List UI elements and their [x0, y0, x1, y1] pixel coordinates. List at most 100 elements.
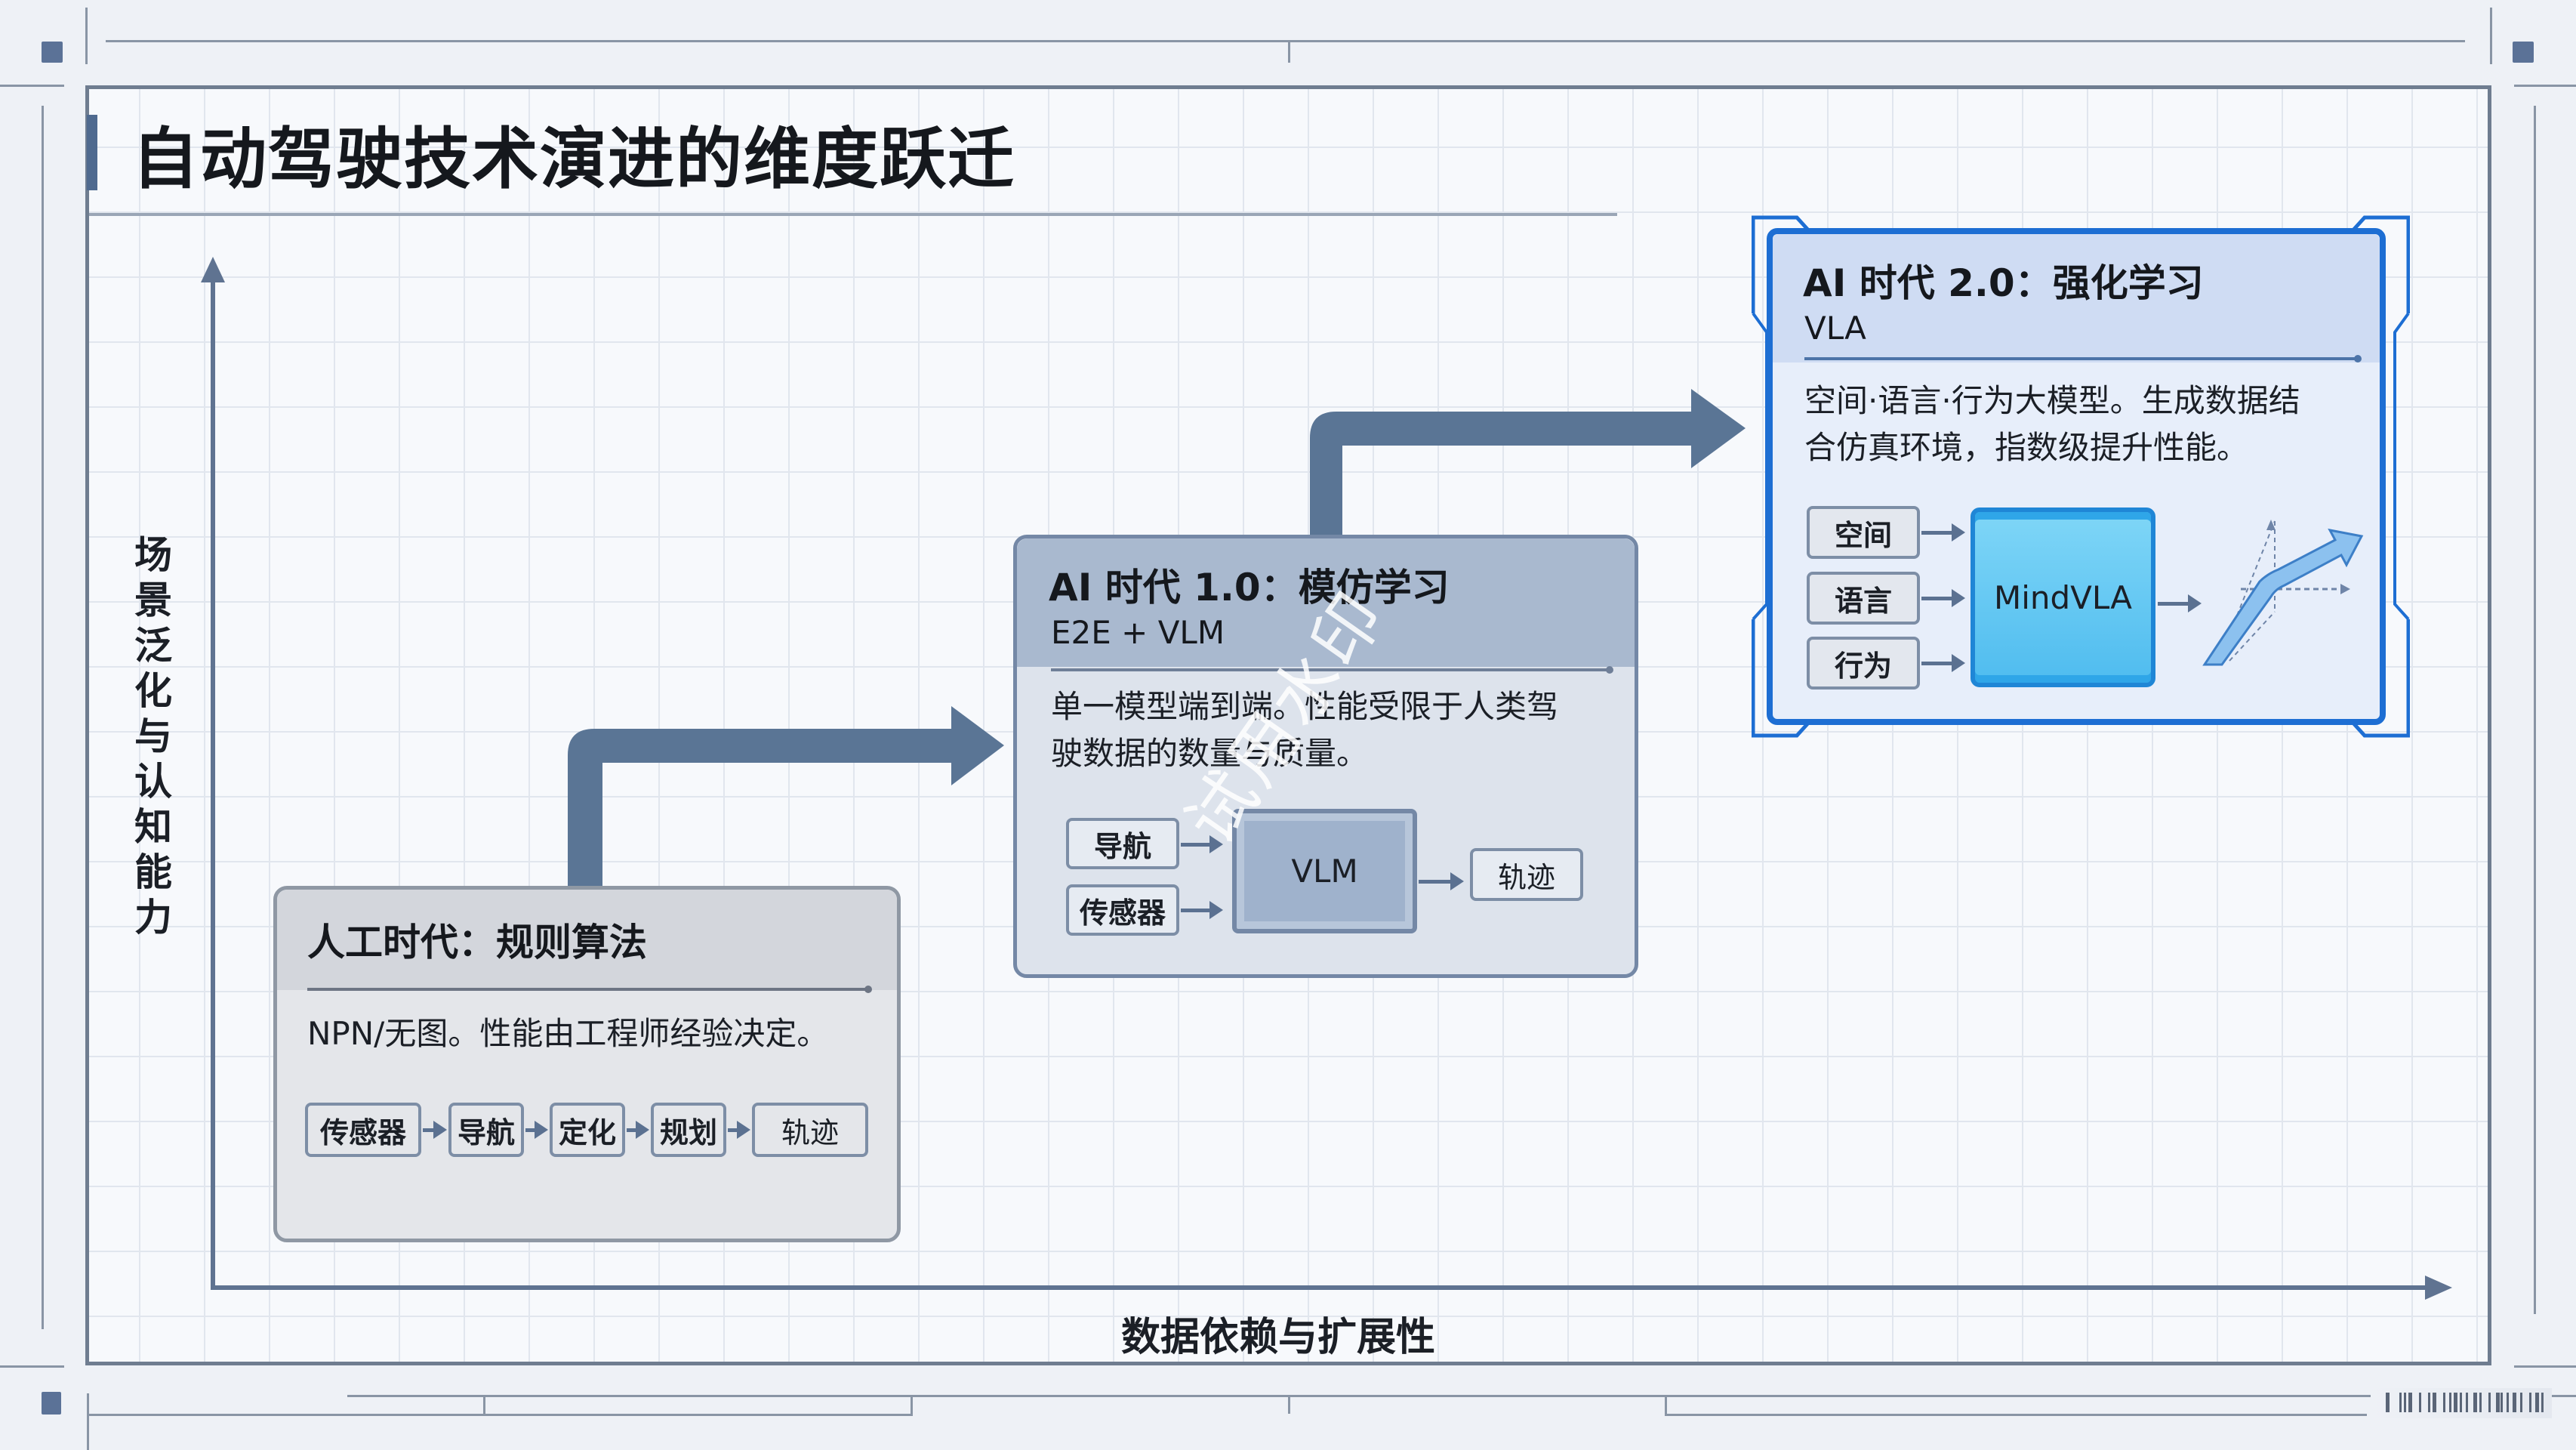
upward-trend-arrow-icon	[2202, 520, 2364, 666]
barcode-bar	[2466, 1393, 2468, 1412]
card-description-line: 单一模型端到端。性能受限于人类驾	[1051, 688, 1559, 725]
card-divider	[1804, 357, 2356, 360]
corner-square-top-left	[42, 42, 63, 63]
frame-line	[2514, 85, 2576, 87]
frame-line	[42, 106, 44, 1329]
card-divider	[307, 988, 866, 991]
flow-arrow-icon	[1419, 872, 1464, 890]
flow-arrow-icon	[1181, 901, 1223, 919]
x-axis	[211, 1285, 2445, 1290]
barcode-bar	[2541, 1393, 2544, 1412]
y-axis-label: 场景泛化与认知能力	[127, 532, 180, 940]
barcode-bar	[2443, 1393, 2445, 1412]
y-axis-label-char: 能	[134, 850, 172, 894]
y-axis-label-char: 与	[134, 714, 172, 758]
frame-line	[89, 1414, 912, 1416]
frame-line	[483, 1395, 485, 1416]
stage-card-ai-2: AI 时代 2.0：强化学习 VLA 空间·语言·行为大模型。生成数据结 合仿真…	[1767, 228, 2386, 725]
y-axis-label-char: 化	[134, 669, 172, 713]
card-description-line: 驶数据的数量与质量。	[1051, 735, 1369, 772]
barcode-bar	[2488, 1393, 2491, 1412]
frame-line	[2514, 1365, 2576, 1368]
barcode-bar	[2460, 1393, 2462, 1412]
x-axis-arrowhead-icon	[2425, 1276, 2452, 1300]
frame-line	[2534, 106, 2536, 1314]
card-header	[277, 890, 897, 990]
y-axis-label-char: 场	[134, 533, 172, 577]
frame-line	[2490, 8, 2492, 64]
y-axis	[211, 264, 215, 1290]
card-subtitle: E2E + VLM	[1051, 614, 1225, 651]
frame-line	[911, 1395, 913, 1416]
flow-arrow-icon	[423, 1121, 447, 1139]
barcode-decoration	[2371, 1388, 2552, 1418]
title-accent-bar	[87, 115, 97, 190]
barcode-bar	[2496, 1393, 2500, 1412]
flow-arrow-icon	[525, 1121, 548, 1139]
barcode-bar	[2404, 1393, 2406, 1412]
frame-line	[106, 40, 2465, 42]
barcode-bar	[2454, 1393, 2457, 1412]
card-description-line: 合仿真环境，指数级提升性能。	[1804, 429, 2249, 466]
model-node-vlm: VLM	[1232, 809, 1417, 933]
barcode-bar	[2408, 1393, 2412, 1412]
barcode-bar	[2535, 1393, 2539, 1412]
frame-line	[1665, 1395, 1667, 1416]
card-divider-dot	[864, 986, 872, 993]
card-frame-decoration	[1752, 215, 2410, 738]
progression-arrow-1	[568, 706, 1004, 887]
input-node-sensor: 传感器	[1066, 884, 1179, 936]
card-title: AI 时代 2.0：强化学习	[1803, 261, 2204, 305]
title-underline	[89, 213, 1617, 216]
flow-arrow-icon	[1921, 589, 1965, 607]
card-title: AI 时代 1.0：模仿学习	[1049, 566, 1450, 609]
flow-arrow-icon	[1921, 654, 1965, 672]
corner-square-top-right	[2513, 42, 2534, 63]
barcode-bar	[2433, 1393, 2436, 1412]
flow-node-localization: 定化	[550, 1103, 625, 1157]
model-node-mindvla: MindVLA	[1971, 508, 2155, 687]
frame-line	[1665, 1414, 2367, 1416]
barcode-bar	[2501, 1393, 2503, 1412]
frame-line	[0, 85, 64, 87]
frame-line	[1288, 1395, 1290, 1414]
frame-line	[85, 8, 88, 64]
card-description: 空间·语言·行为大模型。生成数据结 合仿真环境，指数级提升性能。	[1804, 378, 2300, 471]
barcode-bar	[2520, 1393, 2522, 1412]
stage-card-manual-era: 人工时代：规则算法 NPN/无图。性能由工程师经验决定。 传感器 导航 定化 规…	[273, 886, 901, 1242]
barcode-bar	[2479, 1393, 2482, 1412]
frame-line	[87, 1393, 89, 1450]
flow-arrow-icon	[1181, 835, 1223, 853]
flow-node-navigation: 导航	[448, 1103, 524, 1157]
stage-card-ai-1: AI 时代 1.0：模仿学习 E2E + VLM 单一模型端到端。性能受限于人类…	[1013, 535, 1638, 978]
barcode-bar	[2473, 1393, 2477, 1412]
x-axis-label: 数据依赖与扩展性	[1121, 1315, 1436, 1360]
barcode-bar	[2507, 1393, 2509, 1412]
card-header	[1773, 234, 2380, 362]
card-description-line: 空间·语言·行为大模型。生成数据结	[1804, 382, 2300, 419]
input-node-language: 语言	[1807, 572, 1920, 625]
card-title: 人工时代：规则算法	[307, 921, 647, 964]
card-divider	[1051, 668, 1610, 671]
y-axis-label-char: 认	[134, 760, 172, 804]
progression-arrow-2	[1310, 389, 1746, 536]
y-axis-label-char: 景	[134, 578, 172, 622]
output-node-trajectory: 轨迹	[1470, 848, 1583, 901]
frame-line	[1288, 40, 1290, 63]
y-axis-label-char: 泛	[134, 624, 172, 668]
corner-square-bottom-left	[42, 1392, 61, 1415]
barcode-bar	[2419, 1393, 2421, 1412]
card-subtitle: VLA	[1804, 310, 1866, 347]
frame-line	[347, 1395, 2576, 1397]
barcode-bar	[2513, 1393, 2516, 1412]
barcode-bar	[2449, 1393, 2451, 1412]
frame-line	[0, 1365, 64, 1368]
y-axis-arrowhead-icon	[201, 257, 225, 282]
flow-node-sensor: 传感器	[305, 1103, 421, 1157]
card-description: 单一模型端到端。性能受限于人类驾 驶数据的数量与质量。	[1051, 683, 1558, 777]
flow-arrow-icon	[728, 1121, 750, 1139]
barcode-bar	[2399, 1393, 2402, 1412]
barcode-bar	[2428, 1393, 2430, 1412]
flow-node-planning: 规划	[651, 1103, 726, 1157]
